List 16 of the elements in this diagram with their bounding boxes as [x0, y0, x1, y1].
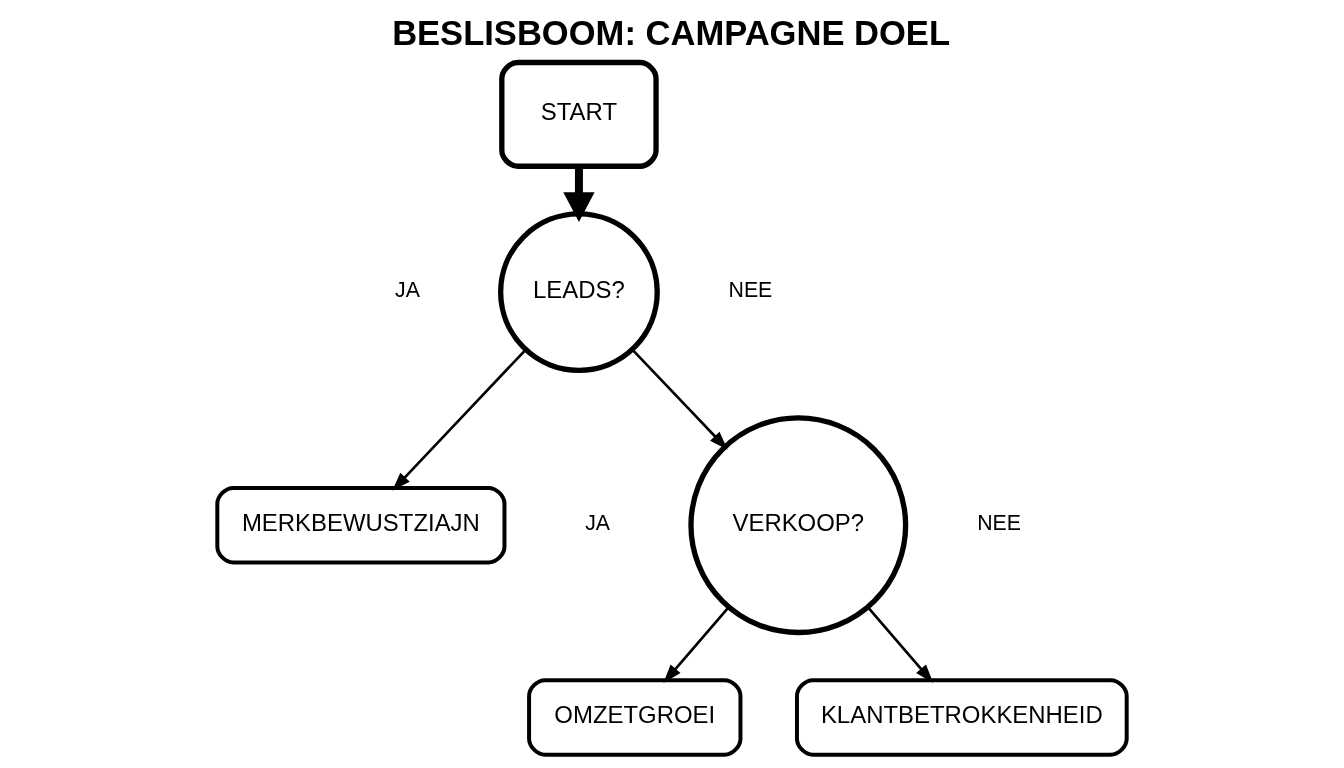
arrow	[563, 166, 595, 223]
diagram-title: BESLISBOOM: CAMPAGNE DOEL	[392, 13, 951, 52]
node-box: MERKBEWUSTZIAJN	[215, 485, 507, 565]
arrow	[392, 348, 527, 491]
label: NEE	[977, 511, 1021, 536]
label: JA	[395, 278, 420, 303]
label: JA	[585, 511, 610, 536]
arrow	[663, 606, 730, 683]
node-box: OMZETGROEI	[527, 678, 743, 757]
label: NEE	[728, 278, 773, 303]
node-box: START	[499, 59, 659, 169]
node-circle: LEADS?	[498, 211, 660, 374]
arrow	[631, 348, 728, 450]
node-box: KLANTBETROKKENHEID	[794, 678, 1129, 757]
arrow	[866, 606, 934, 683]
node-circle: VERKOOP?	[688, 415, 909, 636]
